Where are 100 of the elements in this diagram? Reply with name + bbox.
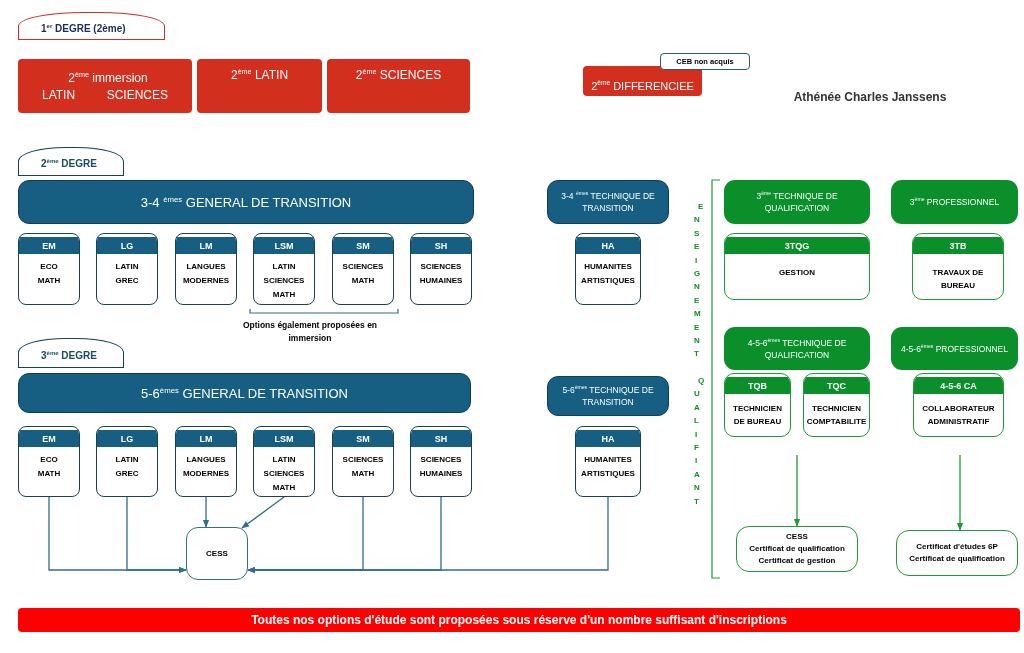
section-box	[891, 327, 1018, 370]
section-bar	[18, 373, 471, 413]
option-name: COLLABORATEUR ADMINISTRATIF	[921, 403, 996, 428]
option-card	[724, 373, 791, 437]
option-name: TRAVAUX DE BUREAU	[931, 267, 985, 292]
option-card	[175, 426, 237, 497]
box-title: 2$^{ème}$ immersion	[67, 71, 149, 85]
option-code: SH	[411, 237, 471, 254]
box-title: 2$^{ème}$ LATIN	[230, 68, 289, 82]
section-box	[891, 180, 1018, 224]
option-card	[332, 426, 394, 497]
option-code: LSM	[254, 430, 314, 447]
option-card	[724, 233, 870, 300]
option-name: LATIN SCIENCES MATH	[263, 261, 305, 301]
option-name: SCIENCES	[106, 88, 169, 102]
option-code: SH	[411, 430, 471, 447]
option-card	[18, 233, 80, 305]
class-box	[197, 59, 322, 113]
level-heading: 2$^{ème}$ DEGRE	[41, 158, 97, 169]
option-card	[575, 233, 641, 305]
option-code: EM	[19, 237, 79, 254]
option-name: HUMANITES ARTISTIQUES	[581, 261, 635, 287]
arrow	[126, 496, 187, 574]
option-name: LATIN GREC	[115, 261, 139, 287]
option-code: 4-5-6 CA	[914, 377, 1003, 394]
arrow	[793, 454, 801, 527]
section-title: 5-6$^{èmes}$ GENERAL DE TRANSITION	[141, 385, 348, 401]
option-code: LM	[176, 237, 236, 254]
level-tab	[18, 338, 124, 368]
option-code: SM	[333, 430, 393, 447]
section-box	[724, 180, 870, 224]
section-title: 3-4 $^{èmes}$ GENERAL DE TRANSITION	[140, 194, 352, 210]
diploma-name: CESS	[206, 549, 228, 558]
option-code: SM	[333, 237, 393, 254]
diploma-box	[896, 530, 1018, 576]
option-card	[332, 233, 394, 305]
note-text: Options également proposées en immersion	[241, 319, 379, 345]
option-card	[410, 233, 472, 305]
notice-text: Toutes nos options d'étude sont proposées sous réserve d'un nombre suffisant d'inscriptions	[251, 613, 787, 627]
option-code: EM	[19, 430, 79, 447]
diploma-name: Certificat d'études 6P	[916, 541, 998, 553]
option-code: HA	[576, 237, 640, 254]
level-tab	[18, 147, 124, 176]
option-name: ECO MATH	[37, 261, 61, 287]
diploma-name: Certificat de qualification	[909, 553, 1005, 565]
section-title: 3$^{ème}$ PROFESSIONNEL	[909, 196, 1000, 208]
class-box	[583, 66, 702, 96]
option-name: LANGUES MODERNES	[182, 261, 230, 287]
option-card	[253, 233, 315, 305]
diploma-name: CESS	[786, 531, 808, 543]
option-name: GESTION	[778, 267, 816, 279]
option-name: SCIENCES HUMAINES	[419, 261, 463, 287]
arrow	[241, 496, 285, 529]
section-box	[547, 376, 669, 416]
option-name: TECHNICIEN COMPTABILITE	[805, 403, 868, 428]
option-name: LATIN	[41, 88, 77, 102]
option-card	[410, 426, 472, 497]
arrow	[956, 454, 964, 531]
class-box	[327, 59, 470, 113]
option-name: SCIENCES MATH	[342, 261, 384, 287]
option-card	[253, 426, 315, 497]
option-code: HA	[576, 430, 640, 447]
section-title: 4-5-6$^{èmes}$ PROFESSIONNEL	[901, 342, 1008, 355]
option-name: SCIENCES MATH	[342, 454, 384, 480]
section-title: 3$^{ème}$ TECHNIQUE DE QUALIFICATION	[755, 190, 839, 214]
diploma-box	[736, 526, 858, 572]
option-card	[913, 373, 1004, 437]
level-heading: 3$^{ème}$ DEGRE	[41, 349, 97, 361]
option-card	[18, 426, 80, 497]
option-code: TQC	[804, 377, 869, 394]
class-box	[18, 59, 192, 113]
option-card	[96, 426, 158, 497]
section-title: 3-4 $^{èmes}$ TECHNIQUE DE TRANSITION	[560, 190, 656, 214]
option-card	[175, 233, 237, 305]
option-code: LSM	[254, 237, 314, 254]
diploma-name: Certificat de gestion	[758, 555, 836, 567]
option-card	[803, 373, 870, 437]
option-card	[575, 426, 641, 497]
option-code: 3TB	[913, 237, 1003, 254]
option-code: LG	[97, 430, 157, 447]
option-code: LM	[176, 430, 236, 447]
arrow	[202, 496, 210, 528]
option-name: ECO MATH	[37, 454, 61, 480]
option-card	[912, 233, 1004, 300]
option-code: 3TQG	[725, 237, 869, 254]
vertical-label: ENSEIGNEMENT QUALIFIANT	[693, 201, 704, 508]
level-tab	[18, 12, 165, 40]
option-name: TECHNICIEN DE BUREAU	[732, 403, 783, 428]
option-name: LATIN SCIENCES MATH	[263, 454, 305, 494]
diploma-name: Certificat de qualification	[749, 543, 845, 555]
section-title: 5-6$^{èmes}$ TECHNIQUE DE TRANSITION	[561, 384, 655, 408]
section-bar	[18, 180, 474, 224]
school-name: Athénée Charles Janssens	[792, 90, 948, 104]
section-box	[724, 327, 870, 370]
box-title: 2$^{ème}$ SCIENCES	[355, 68, 442, 82]
option-code: TQB	[725, 377, 790, 394]
arrow	[247, 496, 609, 574]
notice-banner	[18, 608, 1020, 632]
section-box	[547, 180, 669, 224]
option-name: LANGUES MODERNES	[182, 454, 230, 480]
